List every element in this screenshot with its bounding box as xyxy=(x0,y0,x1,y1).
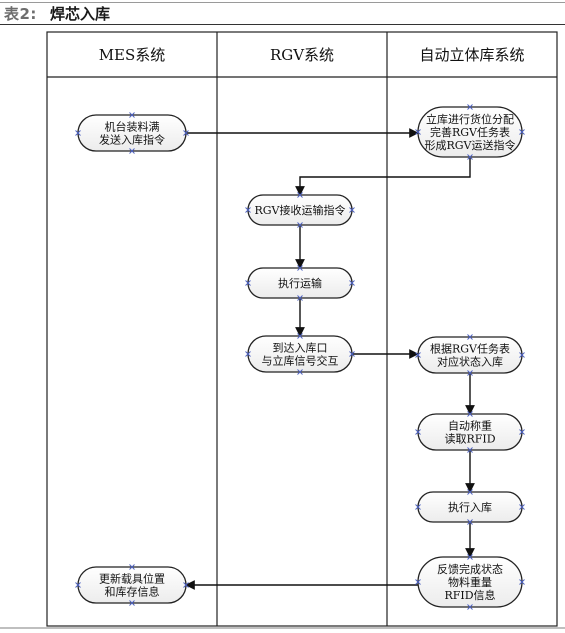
connection-point-marker xyxy=(467,489,473,495)
table-caption: 表2: 焊芯入库 xyxy=(0,0,565,26)
node-text-line: 读取RFID xyxy=(444,432,495,446)
connection-point-marker xyxy=(519,579,525,585)
connection-point-marker xyxy=(349,280,355,286)
connection-point-marker xyxy=(415,429,421,435)
connection-point-marker xyxy=(467,334,473,340)
connection-point-marker xyxy=(297,295,303,301)
connection-point-marker xyxy=(467,370,473,376)
diagram-frame xyxy=(46,31,558,627)
connection-point-marker xyxy=(467,447,473,453)
connection-point-marker xyxy=(519,504,525,510)
caption-prefix: 表2: xyxy=(4,5,37,23)
connection-point-marker xyxy=(297,333,303,339)
process-node-n4: 执行运输 xyxy=(245,265,355,301)
connection-point-marker xyxy=(75,130,81,136)
lane-label-rgv: RGV系统 xyxy=(270,46,334,64)
connection-point-marker xyxy=(467,154,473,160)
node-text-line: RFID信息 xyxy=(444,588,495,602)
connection-point-marker xyxy=(297,265,303,271)
caption-top-rule xyxy=(0,2,565,3)
connection-point-marker xyxy=(297,192,303,198)
lane-label-asrs: 自动立体库系统 xyxy=(419,46,524,64)
flow-arrow-n2-n3 xyxy=(295,157,471,196)
node-text-line: 机台装料满 xyxy=(105,120,160,134)
connection-point-marker xyxy=(467,554,473,560)
connection-point-marker xyxy=(75,582,81,588)
process-node-n3: RGV接收运输指令 xyxy=(245,192,355,228)
connection-point-marker xyxy=(467,411,473,417)
node-text-line: 完善RGV任务表 xyxy=(430,125,510,139)
node-text-line: 更新载具位置 xyxy=(99,572,165,586)
caption-bottom-rule xyxy=(0,24,565,25)
node-text-line: 形成RGV运送指令 xyxy=(424,138,515,152)
node-text-line: 对应状态入库 xyxy=(437,355,503,369)
connection-point-marker xyxy=(519,352,525,358)
node-text-line: RGV接收运输指令 xyxy=(254,203,345,217)
connection-point-marker xyxy=(297,222,303,228)
node-text-line: 执行入库 xyxy=(448,500,492,514)
node-text-line: 执行运输 xyxy=(278,276,322,290)
connection-point-marker xyxy=(183,130,189,136)
connection-point-marker xyxy=(519,129,525,135)
node-text-line: 发送入库指令 xyxy=(99,133,165,147)
node-text-line: 与立库信号交互 xyxy=(262,354,339,368)
process-node-n8: 执行入库 xyxy=(415,489,525,525)
connection-point-marker xyxy=(183,582,189,588)
node-text-line: 和库存信息 xyxy=(105,585,160,599)
connection-point-marker xyxy=(245,351,251,357)
connection-point-marker xyxy=(129,112,135,118)
node-text-line: 根据RGV任务表 xyxy=(430,342,510,356)
connection-point-marker xyxy=(245,207,251,213)
connection-point-marker xyxy=(519,429,525,435)
connection-point-marker xyxy=(349,207,355,213)
node-text-line: 物料重量 xyxy=(448,575,492,589)
node-text-line: 反馈完成状态 xyxy=(437,562,503,576)
connection-point-marker xyxy=(415,352,421,358)
connection-point-marker xyxy=(415,504,421,510)
edge-layer xyxy=(185,128,475,590)
connection-point-marker xyxy=(415,129,421,135)
connection-point-marker xyxy=(129,564,135,570)
connection-point-marker xyxy=(467,604,473,610)
node-text-line: 自动称重 xyxy=(448,419,492,433)
lane-label-mes: MES系统 xyxy=(99,46,166,64)
connection-point-marker xyxy=(129,600,135,606)
connection-point-marker xyxy=(467,519,473,525)
caption-title: 焊芯入库 xyxy=(50,5,111,23)
node-text-line: 到达入库口 xyxy=(273,342,328,355)
node-text-line: 立库进行货位分配 xyxy=(426,112,514,126)
connection-point-marker xyxy=(245,280,251,286)
connection-point-marker xyxy=(129,148,135,154)
connection-point-marker xyxy=(349,351,355,357)
connection-point-marker xyxy=(467,104,473,110)
connection-point-marker xyxy=(415,579,421,585)
connection-point-marker xyxy=(297,369,303,375)
lane-grid: MES系统 RGV系统 自动立体库系统 xyxy=(0,31,565,629)
